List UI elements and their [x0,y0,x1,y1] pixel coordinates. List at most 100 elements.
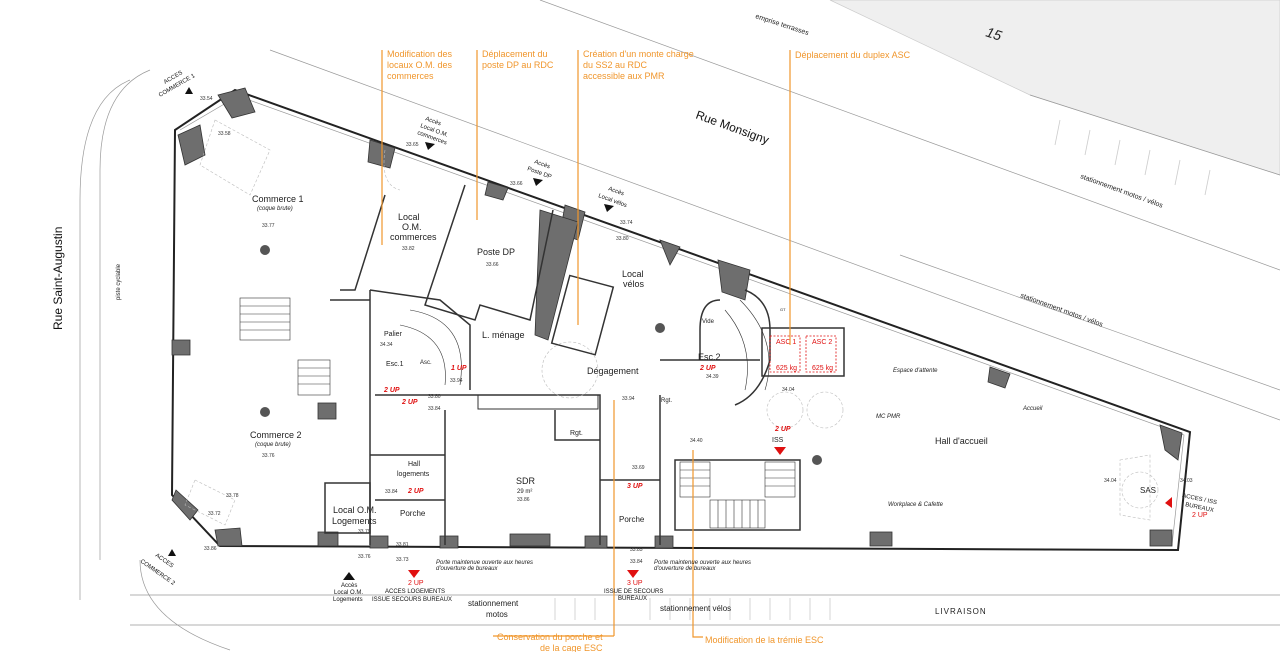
up_counts-hall_log_2up: 2 UP [407,488,424,495]
rooms-sas: SAS [1140,486,1156,495]
rooms-local_velos-0: Local [622,269,644,279]
accesses-secours_bureaux-1: BUREAUX [618,596,647,602]
rooms-hall_logements-0: Hall [408,461,421,468]
levels-l23: 33.84 [385,489,398,495]
stationnement-motos-label: stationnement [468,599,519,608]
levels-l21: 33.81 [396,542,409,548]
rooms-mc_pmr: MC PMR [876,414,901,420]
notes-monte_charge-2: accessible aux PMR [583,71,665,81]
rooms-local_om_commerces-1: O.M. [402,222,422,232]
accesses-porte_note_1-0: Porte maintenue ouverte aux heures [436,560,533,566]
rooms-commerce2: Commerce 2 [250,430,302,440]
levels-l1: 33.54 [200,96,213,102]
notes-tremie: Modification de la trémie ESC [705,635,824,645]
levels-l9: 33.66 [486,262,499,268]
accesses-local_velos-0: Accès [607,186,624,197]
rooms-gt: GT [780,307,786,312]
levels-l2: 33.58 [218,131,231,137]
rooms-porche1: Porche [400,509,426,518]
stationnement-velos-label: stationnement vélos [660,604,731,613]
rooms-rgt2: Rgt. [661,398,672,404]
rooms-accueil: Accueil [1022,406,1043,412]
rooms-commerce2_sub: (coque brute) [255,442,291,448]
levels-l17: 33.69 [632,465,645,471]
levels-l27: 34.03 [1180,478,1193,484]
rooms-vide: Vide [702,319,715,325]
levels-l13: 33.94 [622,396,635,402]
annotations: Modification des locaux O.M. des commerc… [387,49,911,652]
levels-l18: 33.86 [517,497,530,503]
neighbour-building-15 [829,0,1280,176]
annotation-leaders [381,50,791,638]
rue-monsigny-label: Rue Monsigny [694,108,771,147]
rooms-l_menage: L. ménage [482,330,525,340]
levels-l16: 34.40 [690,438,703,444]
parking-marks [554,119,1211,620]
level-marks: 33.54 33.58 33.65 33.66 33.74 33.80 33.7… [200,96,1193,565]
notes-om_commerces-2: commerces [387,71,434,81]
up_counts-logements_2up: 2 UP [408,580,424,587]
levels-l28: 33.78 [226,493,239,499]
levels-l14: 34.39 [706,374,719,380]
notes-poste_dp-1: poste DP au RDC [482,60,554,70]
up-counts: 1 UP 2 UP 2 UP 2 UP 2 UP 3 UP 2 UP [383,365,791,495]
door-swings [184,119,1159,526]
levels-l20: 33.79 [358,529,371,535]
accesses-porte_note_2-1: d'ouverture de bureaux [654,566,717,572]
asc2-load: 625 kg [812,365,833,372]
rooms-esc2: Esc.2 [698,352,721,362]
rooms-local_velos-1: vélos [623,279,645,289]
levels-l8: 33.82 [402,246,415,252]
notes-porche-1: de la cage ESC [540,643,603,652]
levels-l15: 34.04 [782,387,795,393]
asc2-label: ASC 2 [812,339,832,346]
rue-saint-augustin-label: Rue Saint-Augustin [51,227,65,330]
up_counts-bureaux_2up: 2 UP [1192,512,1208,519]
levels-l3: 33.65 [406,142,419,148]
rooms-espace_attente: Espace d'attente [893,368,938,374]
accesses-porte_note_2-0: Porte maintenue ouverte aux heures [654,560,751,566]
rooms-commerce1: Commerce 1 [252,194,304,204]
up_counts-degag_3up: 3 UP [627,483,643,490]
rooms-local_om_logements-0: Local O.M. [333,505,377,515]
building-outline [170,88,1192,552]
rooms-hall_logements-1: logements [397,471,430,478]
notes-poste_dp-0: Déplacement du [482,49,548,59]
emprise-terrasses-label: emprise terrasses [754,13,810,37]
levels-l25: 33.84 [630,559,643,565]
accesses-om_logements-2: Logements [333,597,363,603]
rooms-porche2: Porche [619,515,645,524]
rooms-degagement: Dégagement [587,366,639,376]
notes-monte_charge-0: Création d'un monte charge [583,49,694,59]
levels-l7: 33.77 [262,223,275,229]
accesses-logements-1: ISSUE SECOURS BUREAUX [372,597,452,603]
building-number: 15 [984,24,1004,44]
rooms-poste_dp: Poste DP [477,247,515,257]
stationnement-label-1: stationnement motos / vélos [1079,173,1164,210]
levels-l4: 33.66 [510,181,523,187]
rooms-esc1: Esc.1 [386,361,404,368]
up_counts-palier_2up: 2 UP [401,399,418,406]
asc1-load: 625 kg [776,365,797,372]
accesses-poste_dp-0: Accès [533,159,550,170]
up_counts-esc2_2up: 2 UP [699,365,716,372]
levels-l24: 33.85 [630,547,643,553]
stairs [239,297,796,529]
levels-l30: 33.86 [204,546,217,552]
elevators: ASC 1 ASC 2 625 kg 625 kg [769,335,837,373]
notes-om_commerces-1: locaux O.M. des [387,60,453,70]
levels-l29: 33.72 [208,511,221,517]
accesses-secours_bureaux-0: ISSUE DE SECOURS [604,589,663,595]
up_counts-esc1_1up: 1 UP [451,365,467,372]
asc1-label: ASC 1 [776,339,796,346]
rooms-palier: Palier [384,331,403,338]
accesses-om_logements-0: Accès [341,583,357,589]
up_counts-secours_3up: 3 UP [627,580,643,587]
structural-walls [171,87,1183,549]
rooms-asc: Asc. [420,360,432,366]
accesses-om_logements-1: Local O.M. [334,590,363,596]
interior-walls [324,184,845,545]
rooms-sdr: SDR [516,476,536,486]
notes-duplex_asc: Déplacement du duplex ASC [795,50,911,60]
